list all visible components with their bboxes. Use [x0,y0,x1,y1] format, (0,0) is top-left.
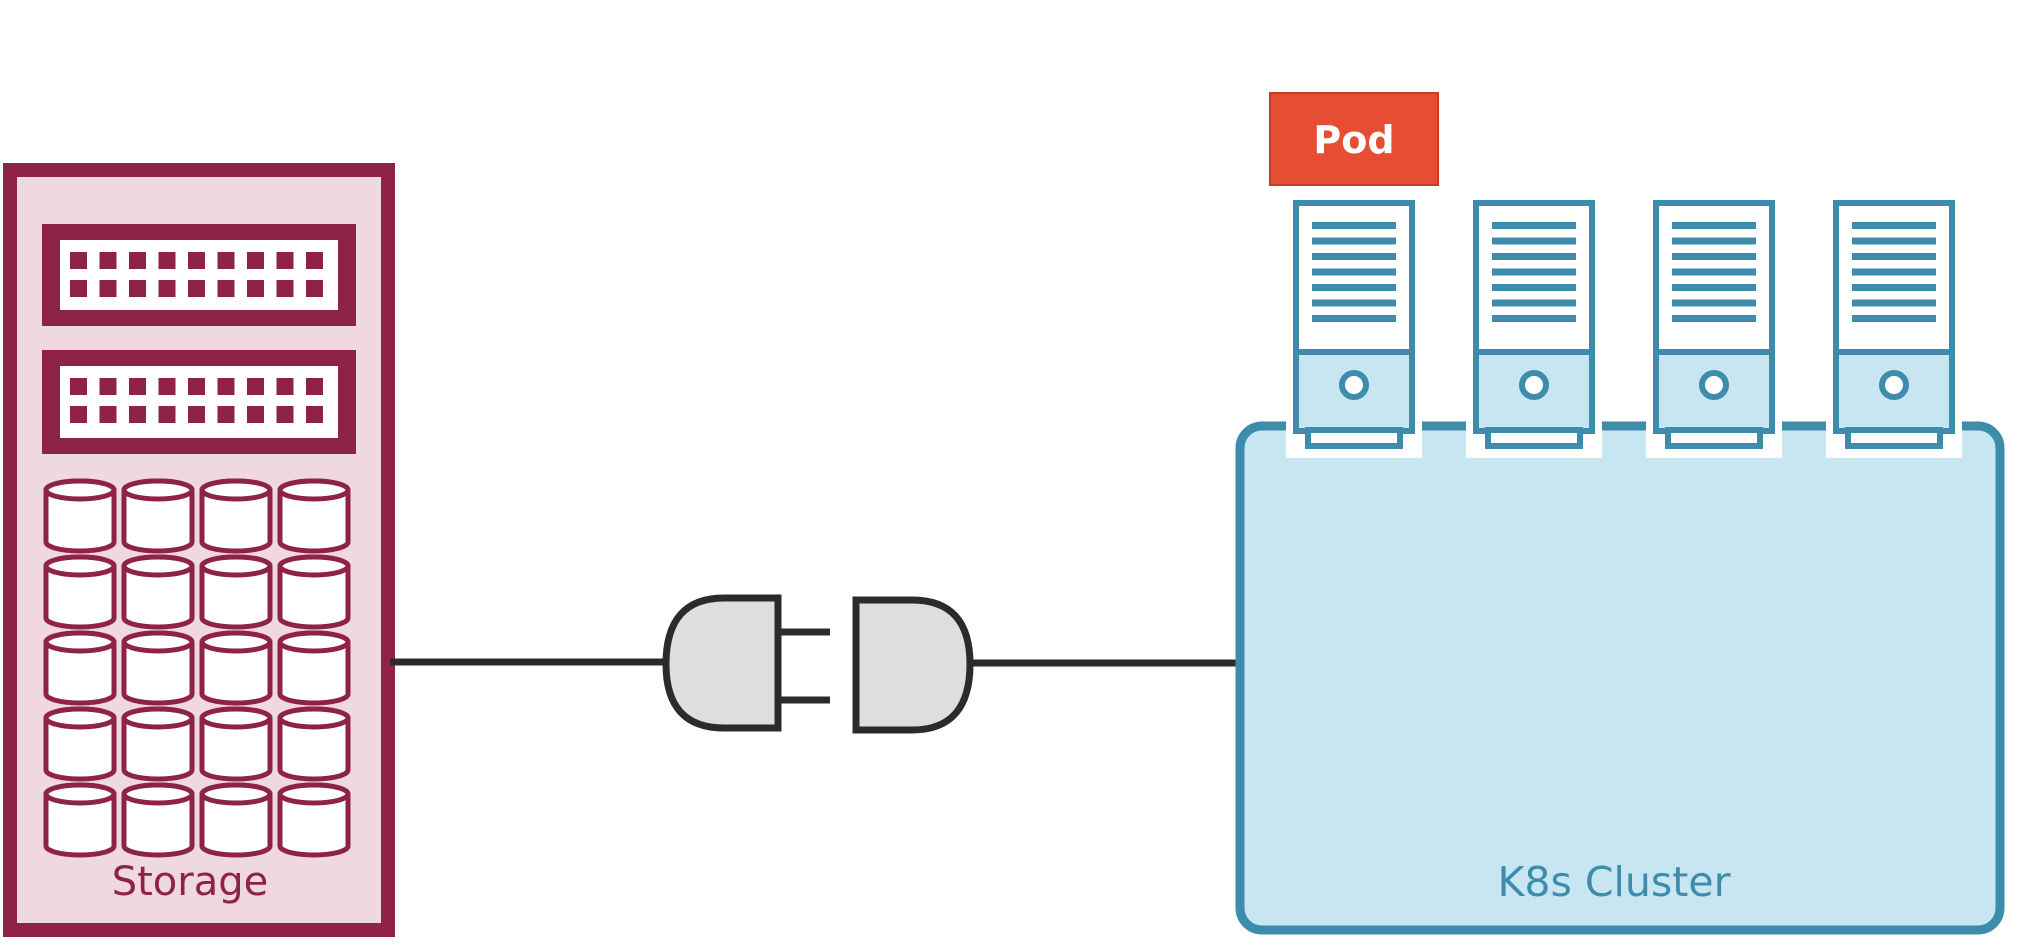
disk-icon [43,782,117,858]
shelf-slot [99,252,117,269]
socket-connector-icon [852,596,974,734]
pod-badge: Pod [1269,92,1439,186]
disk-icon [121,630,195,706]
shelf-slot [276,406,294,423]
shelf-slot [247,252,264,269]
shelf-slot [99,280,117,297]
shelf-slot [247,378,264,395]
shelf-slot [188,252,205,269]
shelf-slot [276,378,294,395]
storage-label: Storage [112,859,269,905]
server-icon [1826,200,1962,458]
shelf-slot [99,378,117,395]
disk-icon [43,630,117,706]
shelf-slot [70,378,87,395]
storage-disks [43,478,351,858]
shelf-slot [158,406,176,423]
disk-shelf-top [42,224,356,326]
shelf-slot [306,406,323,423]
shelf-slot [306,280,323,297]
shelf-slot [129,280,146,297]
shelf-slot [129,406,146,423]
shelf-slot [276,252,294,269]
shelf-slot [276,280,294,297]
disk-icon [199,478,273,554]
disk-icon [43,554,117,630]
shelf-slot [188,406,205,423]
disk-icon [199,630,273,706]
shelf-slot [217,252,235,269]
shelf-slot [70,406,87,423]
disk-icon [277,706,351,782]
disk-icon [121,554,195,630]
plug-connector-icon [662,594,830,732]
disk-icon [199,706,273,782]
shelf-slot [158,378,176,395]
disk-icon [121,478,195,554]
shelf-slot [247,406,264,423]
disk-icon [199,554,273,630]
shelf-slot [217,406,235,423]
disk-shelf-bottom [42,350,356,454]
shelf-slot [158,252,176,269]
disk-icon [277,782,351,858]
cluster-label: K8s Cluster [1498,858,1731,906]
disk-icon [121,782,195,858]
server-icon [1286,200,1422,458]
disk-icon [121,706,195,782]
disk-icon [277,478,351,554]
shelf-slot [129,378,146,395]
disk-icon [43,478,117,554]
shelf-slot [99,406,117,423]
shelf-slot [70,252,87,269]
shelf-slot [188,280,205,297]
shelf-slot [217,280,235,297]
server-icon [1466,200,1602,458]
pod-box [1269,92,1439,186]
disk-icon [43,706,117,782]
shelf-slot [158,280,176,297]
shelf-slot [217,378,235,395]
shelf-slot [70,280,87,297]
shelf-slot [306,252,323,269]
k8s-cluster-frame [1235,421,2005,935]
storage-block: Storage [3,163,395,937]
cluster-nodes [1286,200,1962,458]
shelf-slot [129,252,146,269]
disk-icon [199,782,273,858]
disk-icon [277,630,351,706]
pod-label: Pod [1313,118,1394,162]
shelf-slot [188,378,205,395]
shelf-slot [247,280,264,297]
k8s-cluster-block: K8s Cluster [1235,200,2005,935]
server-icon [1646,200,1782,458]
shelf-slot [306,378,323,395]
disk-icon [277,554,351,630]
